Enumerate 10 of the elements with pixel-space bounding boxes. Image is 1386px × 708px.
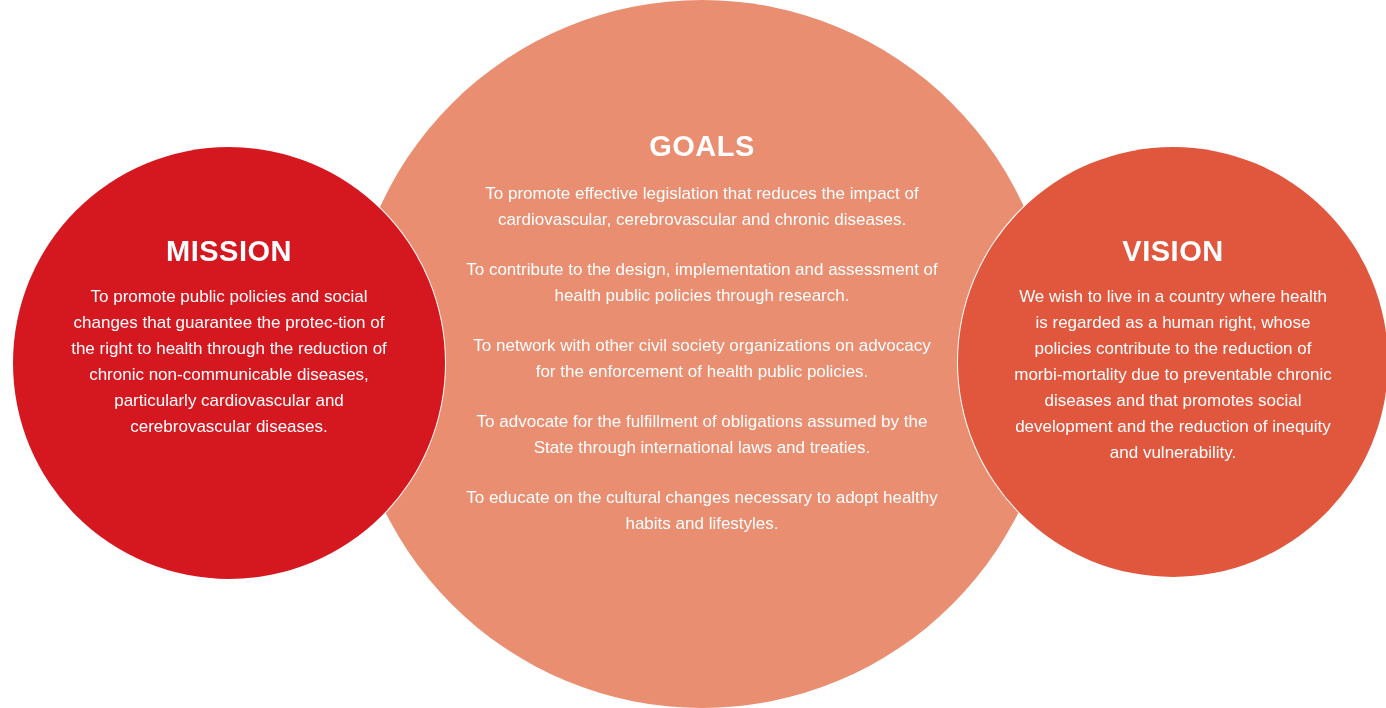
body-text: To network with other civil society organizations on advocacy for the enforcement of health public policies. [472,335,932,383]
body-text: To promote effective legislation that reduces the impact of cardiovascular, cerebrovascular and chronic diseases. [484,183,920,231]
body-text: We wish to live in a country where health is regarded as a human right, whose policies contribute to the reduction of morbi-mortality due to preventable chronic diseases and that promotes social development and the reduction of inequity and vulnerability. [1013,286,1333,464]
heading: MISSION [166,235,292,268]
body-text: To advocate for the fulfillment of obligations assumed by the State through international laws and treaties. [475,411,929,459]
heading: GOALS [649,130,755,163]
body-text: To educate on the cultural changes necessary to adopt healthy habits and lifestyles. [465,487,939,535]
body-text: To contribute to the design, implementation and assessment of health public policies through research. [465,259,939,307]
heading: VISION [1122,235,1224,268]
body-text: To promote public policies and social changes that guarantee the protec-tion of the right to health through the reduction of chronic non-communicable diseases, particularly cardiovascular and cerebrovascular diseases. [70,286,388,438]
